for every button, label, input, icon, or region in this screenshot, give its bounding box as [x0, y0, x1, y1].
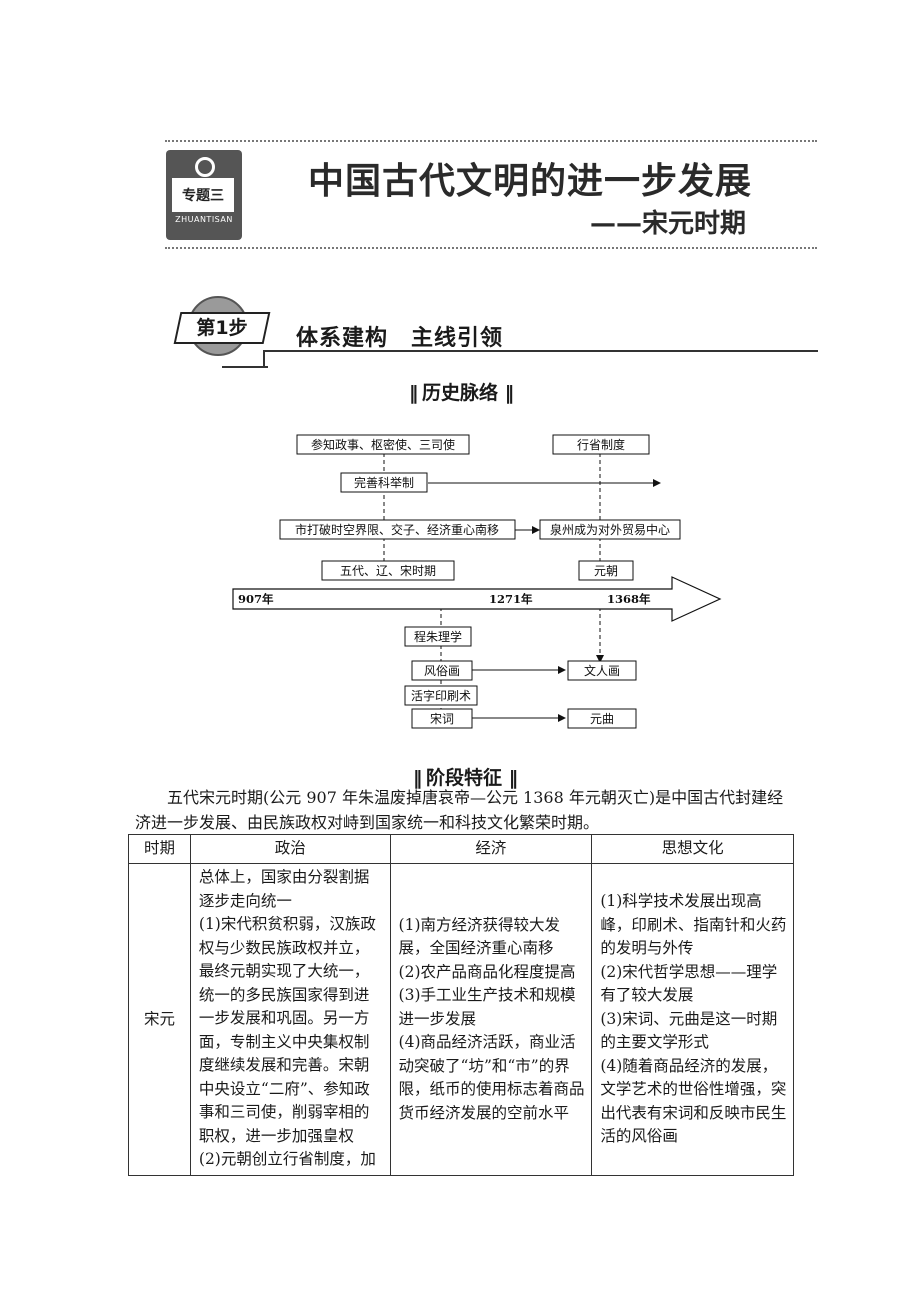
timeline-heading-text: 历史脉络 [421, 382, 498, 404]
box-politics [296, 434, 470, 455]
table-header-period: 时期 [128, 834, 191, 864]
box-yuan-qu-label: 元曲 [590, 712, 614, 726]
box-yuan-qu [567, 708, 637, 729]
heading-bars-icon: ‖ [412, 767, 422, 789]
cell-period: 宋元 [128, 863, 191, 1176]
year-1368: 1368年 [607, 592, 651, 606]
step-rule [265, 350, 818, 352]
box-neo-confucian [404, 626, 472, 647]
timeline-heading: ‖ 历史脉络 ‖ [380, 378, 540, 405]
heading-bars-icon: ‖ [504, 382, 514, 404]
box-song-ci-label: 宋词 [430, 711, 454, 726]
year-907: 907年 [238, 592, 274, 606]
heading-bars-icon: ‖ [408, 382, 418, 404]
page-subtitle: ——宋元时期 [590, 209, 747, 239]
cell-culture: (1)科学技术发展出现高峰，印刷术、指南针和火药的发明与外传 (2)宋代哲学思想… [591, 863, 794, 1176]
unit-badge-label: 专题三 [172, 178, 234, 212]
table-row: 宋元 总体上，国家由分裂割据逐步走向统一 (1)宋代积贫积弱，汉族政权与少数民族… [128, 863, 794, 1176]
box-song-period-label: 五代、辽、宋时期 [340, 563, 436, 578]
box-quanzhou-label: 泉州成为对外贸易中心 [550, 522, 670, 537]
box-yuan-label: 元朝 [594, 564, 618, 578]
table-header-politics: 政治 [189, 834, 391, 864]
box-literati-painting-label: 文人画 [584, 663, 620, 678]
box-song-period [321, 560, 455, 581]
box-quanzhou [539, 519, 681, 540]
box-exam [340, 472, 428, 493]
cell-economy: (1)南方经济获得较大发展，全国经济重心南移 (2)农产品商品化程度提高 (3)… [389, 863, 593, 1176]
box-song-ci [411, 708, 473, 729]
box-politics-label: 参知政事、枢密使、三司使 [311, 437, 455, 452]
step-heading: 体系建构 主线引领 [296, 326, 504, 351]
table-header-row: 时期 政治 经济 思想文化 [128, 834, 794, 864]
box-literati-painting [567, 660, 637, 681]
timeline-diagram: 907年 1271年 1368年 参知政事、枢密使、三司使 行省制度 完善科举制… [232, 434, 722, 729]
timeline-arrow [232, 576, 722, 622]
intro-paragraph: 五代宋元时期(公元 907 年朱温废掉唐哀帝—公元 1368 年元朝灭亡)是中国… [135, 788, 784, 832]
box-genre-painting [411, 660, 473, 681]
features-table: 时期 政治 经济 思想文化 宋元 总体上，国家由分裂割据逐步走向统一 (1)宋代… [128, 834, 794, 1176]
box-movable-type [404, 685, 478, 706]
year-1271: 1271年 [489, 592, 533, 606]
step-rule-connector [263, 350, 265, 366]
unit-badge: 专题三 ZHUANTISAN [166, 150, 242, 240]
unit-badge-pinyin: ZHUANTISAN [175, 215, 233, 224]
tag-hole-icon [195, 157, 215, 177]
cell-politics: 总体上，国家由分裂割据逐步走向统一 (1)宋代积贫积弱，汉族政权与少数民族政权并… [189, 863, 391, 1176]
heading-bars-icon: ‖ [508, 767, 518, 789]
box-market-label: 市打破时空界限、交子、经济重心南移 [295, 522, 499, 537]
step-rule-lower [222, 366, 268, 368]
step-label: 第1步 [196, 317, 248, 339]
features-heading: ‖ 阶段特征 ‖ [384, 763, 544, 790]
table-header-culture: 思想文化 [591, 834, 794, 864]
top-dotted-rule [165, 140, 817, 142]
box-province-label: 行省制度 [577, 437, 625, 452]
box-genre-painting-label: 风俗画 [424, 664, 460, 678]
bottom-dotted-rule [165, 247, 817, 249]
box-market [279, 519, 516, 540]
box-yuan [578, 560, 634, 581]
page-title: 中国古代文明的进一步发展 [308, 161, 753, 202]
box-exam-label: 完善科举制 [354, 475, 414, 490]
features-heading-text: 阶段特征 [425, 767, 502, 789]
table-header-economy: 经济 [389, 834, 593, 864]
box-movable-type-label: 活字印刷术 [411, 688, 471, 703]
box-province [552, 434, 650, 455]
box-neo-confucian-label: 程朱理学 [414, 629, 462, 644]
